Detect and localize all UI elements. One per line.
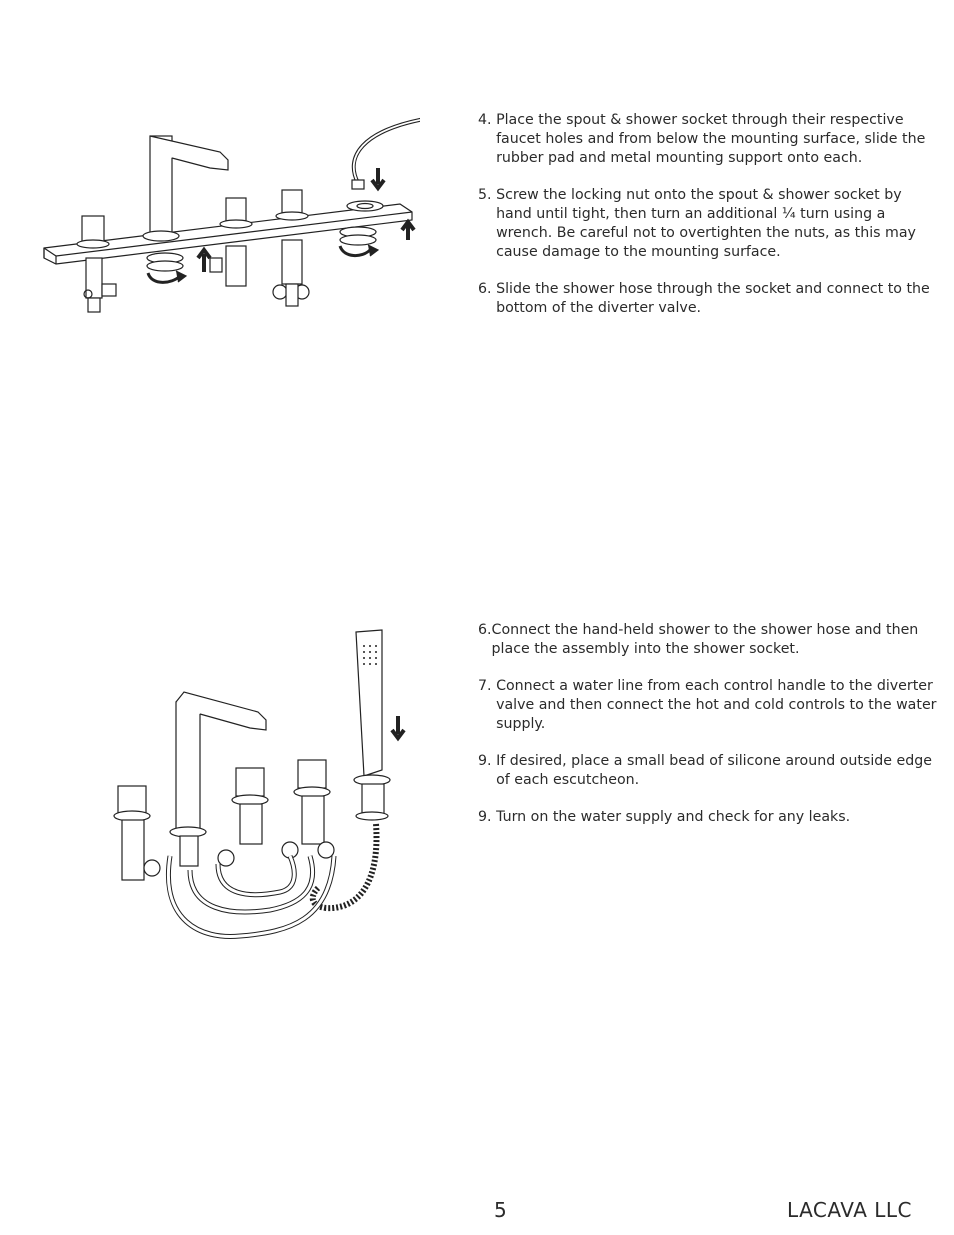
instruction-step: 6. Connect the hand-held shower to the s… — [478, 621, 938, 659]
installation-diagram-top — [40, 108, 431, 323]
step-text: Turn on the water supply and check for a… — [496, 809, 851, 825]
step-number: 9. — [478, 753, 492, 769]
step-number: 9. — [478, 809, 492, 825]
step-text: Place the spout & shower socket through … — [496, 112, 926, 166]
instruction-step: 9. If desired, place a small bead of sil… — [478, 752, 938, 790]
installation-diagram-bottom — [100, 620, 420, 950]
step-text: Slide the shower hose through the socket… — [496, 281, 930, 316]
step-number: 6. — [478, 281, 492, 297]
step-number: 5. — [478, 187, 492, 203]
step-number: 4. — [478, 112, 492, 128]
instruction-step: 6. Slide the shower hose through the soc… — [478, 280, 938, 318]
instruction-step: 9. Turn on the water supply and check fo… — [478, 808, 938, 827]
instructions-bottom: 6. Connect the hand-held shower to the s… — [478, 621, 938, 845]
page-number: 5 — [494, 1198, 507, 1222]
step-text: Screw the locking nut onto the spout & s… — [496, 187, 916, 260]
step-number: 7. — [478, 678, 492, 694]
step-text: Connect a water line from each control h… — [496, 678, 937, 732]
step-text: Connect the hand-held shower to the show… — [491, 622, 919, 657]
instruction-step: 5. Screw the locking nut onto the spout … — [478, 186, 938, 262]
instructions-top: 4. Place the spout & shower socket throu… — [478, 111, 938, 336]
step-text: If desired, place a small bead of silico… — [496, 753, 933, 788]
step-number: 6. — [478, 622, 492, 638]
company-name: LACAVA LLC — [787, 1198, 912, 1222]
instruction-step: 4. Place the spout & shower socket throu… — [478, 111, 938, 168]
instruction-step: 7. Connect a water line from each contro… — [478, 677, 938, 734]
